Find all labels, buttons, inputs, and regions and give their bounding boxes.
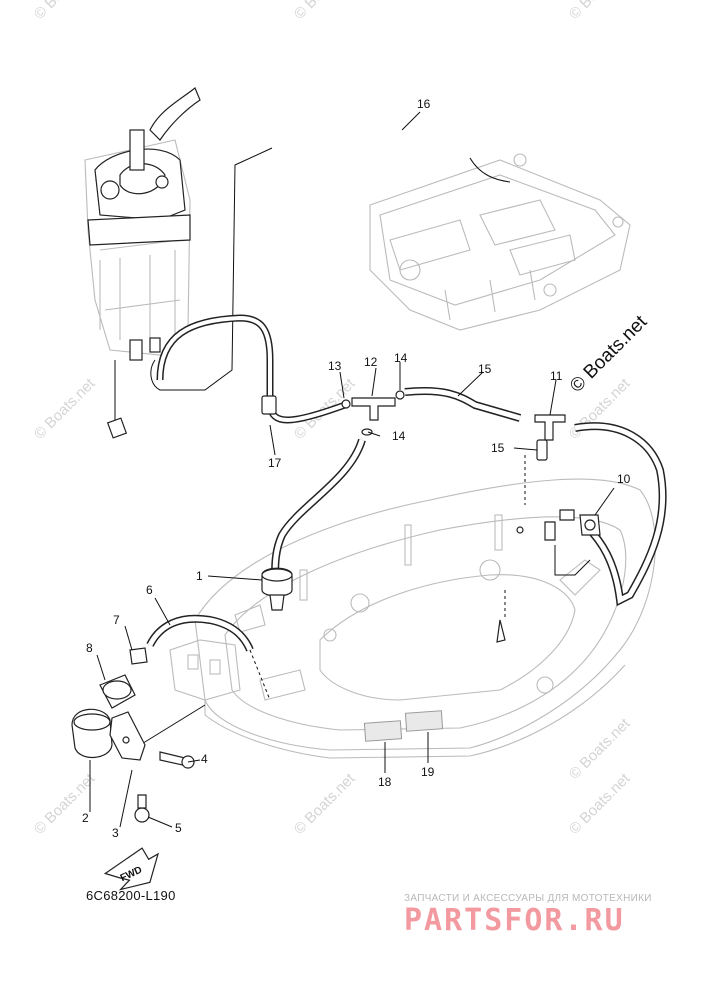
hose-routing bbox=[139, 108, 667, 746]
watermark-text: © Boats.net bbox=[291, 0, 359, 23]
callout-11: 11 bbox=[550, 369, 563, 383]
diagram-code: 6C68200-L190 bbox=[86, 888, 176, 903]
callout-10: 10 bbox=[617, 472, 631, 486]
callout-6: 6 bbox=[146, 583, 153, 597]
shop-tagline: ЗАПЧАСТИ И АКСЕССУАРЫ ДЛЯ МОТОТЕХНИКИ bbox=[404, 893, 652, 904]
callout-8: 8 bbox=[86, 641, 93, 655]
callout-13: 12 bbox=[364, 355, 378, 369]
callout-17: 17 bbox=[268, 456, 282, 470]
callout-1: 1 bbox=[196, 569, 203, 583]
watermark-text: © Boats.net bbox=[31, 0, 99, 23]
callout-16: 16 bbox=[417, 97, 431, 111]
callout-4: 4 bbox=[201, 752, 208, 766]
label-18-decal bbox=[363, 720, 403, 742]
callout-14-top-left: 13 bbox=[328, 359, 342, 373]
callout-19: 19 bbox=[421, 765, 435, 779]
callout-7: 7 bbox=[113, 613, 120, 627]
watermark-text: © Boats.net bbox=[566, 0, 634, 23]
callout-14-top-right: 14 bbox=[394, 351, 408, 365]
watermark-text: © Boats.net bbox=[291, 770, 359, 838]
callout-3: 3 bbox=[112, 826, 119, 840]
shop-logo: PARTSFOR.RU bbox=[404, 903, 625, 938]
engine-illustration bbox=[84, 87, 201, 439]
callout-leaders bbox=[89, 111, 615, 828]
watermark-text: © Boats.net bbox=[31, 375, 99, 443]
callout-18: 18 bbox=[378, 775, 392, 789]
bottom-cowling-illustration bbox=[169, 478, 656, 759]
callout-5: 5 bbox=[175, 821, 182, 835]
callout-14-bottom: 14 bbox=[392, 429, 406, 443]
callout-numbers: 16 13 12 14 15 11 14 15 10 17 1 6 7 8 4 … bbox=[82, 97, 631, 840]
callout-15: 15 bbox=[478, 362, 492, 376]
watermark-text: © Boats.net bbox=[31, 770, 99, 838]
fittings: FWD bbox=[71, 390, 601, 891]
upper-casing-illustration bbox=[369, 153, 631, 331]
callout-12: 15 bbox=[491, 441, 505, 455]
fwd-arrow: FWD bbox=[103, 847, 160, 891]
label-19-decal bbox=[404, 710, 444, 732]
callout-2: 2 bbox=[82, 811, 89, 825]
